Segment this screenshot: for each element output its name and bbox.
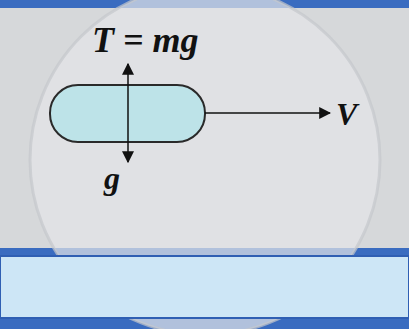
caption-band bbox=[0, 256, 409, 318]
gravity-arrow bbox=[127, 113, 129, 162]
gravity-label: g bbox=[104, 162, 120, 194]
velocity-label: V bbox=[336, 98, 357, 130]
tension-arrow bbox=[127, 64, 129, 113]
force-formula: T = mg bbox=[92, 22, 199, 58]
velocity-arrow bbox=[205, 112, 330, 114]
